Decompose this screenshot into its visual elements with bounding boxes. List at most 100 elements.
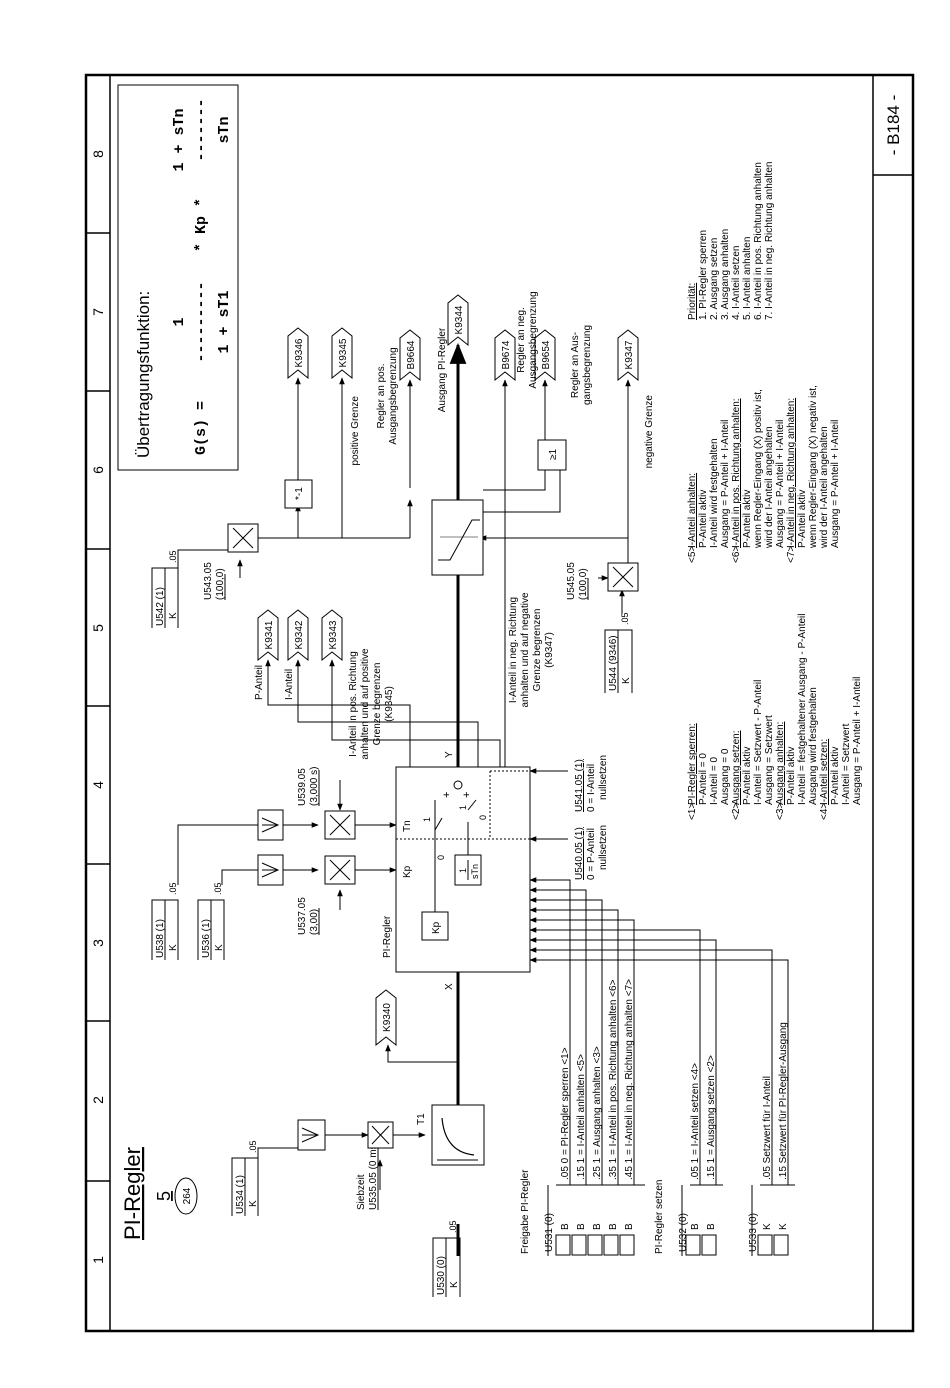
freigabe-row[interactable]: B.45 1 = I-Anteil in neg. Richtung anhal… — [619, 979, 635, 1256]
column-number: 2 — [90, 1096, 106, 1104]
svg-text:Regler an Aus-: Regler an Aus- — [570, 332, 581, 398]
svg-text:P-Anteil aktiv: P-Anteil aktiv — [786, 747, 797, 805]
svg-text:Siebzeit: Siebzeit — [356, 1174, 367, 1210]
transfer-function: Übertragungsfunktion: G(s) = 1 ---------… — [117, 84, 239, 471]
svg-text:<1>: <1> — [687, 803, 698, 820]
svg-text:P-Anteil aktiv: P-Anteil aktiv — [742, 747, 753, 805]
connector-k9346[interactable]: K9346 — [287, 327, 309, 380]
param-u534[interactable]: U534 (1) K .05 — [231, 1140, 259, 1216]
svg-text:I-Anteil = 0: I-Anteil = 0 — [709, 756, 720, 805]
svg-text:(K9347): (K9347) — [544, 632, 555, 668]
svg-text:nullsetzen: nullsetzen — [598, 825, 609, 870]
svg-text:P-Anteil = 0: P-Anteil = 0 — [698, 753, 709, 805]
pi-regulator-block: PI-Regler Kp Tn Kp 1 sTn + + 0 0 1 1 — [382, 766, 531, 973]
svg-text:B9664: B9664 — [406, 340, 417, 369]
setzwert-row[interactable]: K.05 Setzwert für I-Anteil — [757, 1076, 773, 1256]
svg-text:P-Anteil aktiv: P-Anteil aktiv — [797, 490, 808, 548]
column-number: 5 — [90, 624, 106, 632]
freigabe-row[interactable]: B.05 0 = PI-Regler sperren <1> — [555, 1047, 571, 1256]
svg-text:P-Anteil aktiv: P-Anteil aktiv — [830, 747, 841, 805]
freigabe-row[interactable]: B.35 1 = I-Anteil in pos. Richtung anhal… — [603, 979, 619, 1256]
svg-text:(100,0): (100,0) — [578, 568, 589, 600]
connector-k9345[interactable]: K9345 — [331, 327, 353, 380]
param-u538[interactable]: U538 (1) K .05 — [151, 882, 179, 960]
svg-text:PI-Regler setzen: PI-Regler setzen — [654, 1180, 665, 1254]
connector-k9343[interactable]: K9343 — [321, 609, 343, 662]
svg-text:.45 1 = I-Anteil in neg. Rich: .45 1 = I-Anteil in neg. Richtung anhalt… — [624, 979, 635, 1180]
param-u545[interactable]: U545.05 (100,0) — [566, 562, 589, 600]
param-u537[interactable]: U537.05 (3,00) — [297, 897, 320, 935]
connector-b9674[interactable]: B9674 — [494, 329, 516, 382]
connector-k9342[interactable]: K9342 — [287, 609, 309, 662]
svg-text:.05: .05 — [248, 1140, 258, 1153]
connector-b9664[interactable]: B9664 — [399, 329, 421, 382]
abs-block-u534 — [297, 1119, 326, 1151]
svg-text:Ausgang = 0: Ausgang = 0 — [720, 748, 731, 805]
negate-block: *-1 — [284, 479, 313, 509]
param-u541[interactable]: U541.05 (1) 0 = I-Anteil nullsetzen — [574, 755, 609, 812]
svg-text:B: B — [690, 1223, 701, 1230]
svg-text:0: 0 — [478, 815, 488, 820]
svg-text:Ausgang = P-Anteil + I-Anteil: Ausgang = P-Anteil + I-Anteil — [852, 677, 863, 805]
svg-text:Regler an pos.: Regler an pos. — [376, 363, 387, 428]
param-u530[interactable]: U530 (0) K .05 — [432, 1220, 461, 1297]
page-ref: 5 — [154, 1191, 174, 1201]
svg-text:U533 (0): U533 (0) — [748, 1213, 759, 1252]
svg-text:.15 Setzwert für PI-Regler-Au: .15 Setzwert für PI-Regler-Ausgang — [778, 1022, 789, 1180]
svg-text:Ausgang = P-Anteil + I-Anteil: Ausgang = P-Anteil + I-Anteil — [720, 420, 731, 548]
svg-text:(K9345): (K9345) — [384, 686, 395, 722]
svg-text:<6>: <6> — [731, 546, 742, 563]
svg-text:Ausgang = P-Anteil + I-Anteil: Ausgang = P-Anteil + I-Anteil — [775, 420, 786, 548]
param-u543[interactable]: U543.05 (100,0) — [203, 562, 226, 600]
param-u539[interactable]: U539.05 (3,000 s) — [297, 767, 320, 806]
column-number: 8 — [90, 150, 106, 158]
svg-text:U535.05 (0 ms): U535.05 (0 ms) — [368, 1141, 379, 1210]
svg-text:K: K — [248, 1200, 259, 1207]
param-u535[interactable]: Siebzeit U535.05 (0 ms) — [356, 1141, 379, 1210]
connector-b9654[interactable]: B9654 — [534, 329, 556, 382]
svg-text:wenn Regler-Eingang (X) negati: wenn Regler-Eingang (X) negativ ist, — [808, 385, 819, 549]
freigabe-row[interactable]: B.15 1 = I-Anteil anhalten <5> — [571, 1054, 587, 1256]
svg-text:K9346: K9346 — [294, 338, 305, 367]
connector-k9344[interactable]: K9344 — [447, 294, 469, 347]
svg-text:+: + — [461, 792, 473, 798]
param-u536[interactable]: U536 (1) K .05 — [197, 882, 225, 960]
setzen-row[interactable]: B.05 1 = I-Anteil setzen <4> — [685, 1063, 701, 1256]
svg-text:negative Grenze: negative Grenze — [644, 395, 655, 469]
page-title: PI-Regler — [120, 1147, 145, 1240]
output-limiter-block — [431, 499, 484, 576]
svg-text:anhalten und auf negative: anhalten und auf negative — [520, 592, 531, 708]
svg-text:7. I-Anteil in neg. Richtung a: 7. I-Anteil in neg. Richtung anhalten — [764, 162, 775, 320]
freigabe-row[interactable]: B.25 1 = Ausgang anhalten <3> — [587, 1046, 603, 1256]
param-u544[interactable]: U544 (9346) K .05 — [604, 612, 633, 693]
svg-text:Grenze begrenzen: Grenze begrenzen — [532, 609, 543, 692]
connector-k9347[interactable]: K9347 — [617, 329, 639, 382]
svg-text:U537.05: U537.05 — [297, 897, 308, 935]
sheet-number: - B184 - — [884, 95, 903, 155]
svg-text:B: B — [576, 1223, 587, 1230]
page-ref-circle[interactable]: 264 — [182, 1187, 193, 1204]
svg-text:.05: .05 — [213, 882, 223, 895]
svg-text:K: K — [449, 1281, 460, 1288]
setzen-row[interactable]: B.15 1 = Ausgang setzen <2> — [701, 1055, 717, 1256]
param-u540[interactable]: U540.05 (1) 0 = P-Anteil nullsetzen — [574, 825, 609, 880]
svg-text:U531 (0): U531 (0) — [544, 1213, 555, 1252]
svg-text:K: K — [168, 944, 179, 951]
abs-block-u536 — [257, 854, 284, 886]
svg-text:PI-Regler: PI-Regler — [382, 915, 393, 958]
svg-text:1: 1 — [458, 868, 468, 873]
freigabe-group: Freigabe PI-Regler U531 (0) B.05 0 = PI-… — [520, 979, 645, 1256]
svg-text:U544 (9346): U544 (9346) — [608, 635, 619, 691]
column-number: 1 — [90, 1256, 106, 1264]
connector-k9341[interactable]: K9341 — [257, 609, 279, 662]
param-u542[interactable]: U542 (1) K .05 — [151, 550, 179, 628]
svg-text:U538 (1): U538 (1) — [155, 919, 166, 958]
svg-text:K: K — [214, 944, 225, 951]
svg-text:K: K — [168, 612, 179, 619]
svg-text:*-1: *-1 — [294, 487, 305, 500]
svg-text:P-Anteil: P-Anteil — [254, 665, 265, 700]
connector-k9340[interactable]: K9340 — [375, 989, 397, 1047]
setzwert-row[interactable]: K.15 Setzwert für PI-Regler-Ausgang — [773, 1022, 789, 1256]
